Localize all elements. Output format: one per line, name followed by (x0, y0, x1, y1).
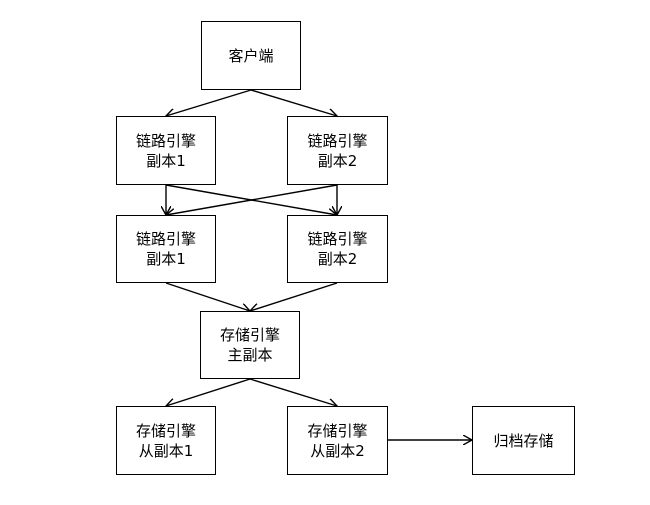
node-label-line: 副本1 (146, 151, 186, 170)
edge-link-engine-a2-to-b1 (166, 184, 338, 215)
node-label-line: 链路引擎 (307, 230, 368, 248)
node-label-line: 链路引擎 (135, 230, 196, 248)
node-label-line: 存储引擎 (219, 326, 280, 344)
node-label-line: 链路引擎 (307, 131, 368, 150)
node-label-line: 存储引擎 (135, 421, 196, 440)
link-engine-replica1-node: 链路引擎副本1 (116, 116, 216, 185)
link-engine-replica1-lower-node: 链路引擎副本1 (116, 215, 216, 283)
edge-client-to-link-engine-a1 (166, 89, 252, 116)
node-label-line: 从副本1 (138, 441, 194, 460)
edge-client-to-link-engine-a2 (250, 89, 337, 116)
node-label-line: 主副本 (227, 346, 273, 364)
node-label-line: 从副本2 (310, 441, 365, 460)
storage-engine-replica2-node: 存储引擎从副本2 (287, 406, 388, 475)
node-label-line: 客户端 (228, 46, 274, 65)
archive-storage-node: 归档存储 (472, 406, 575, 475)
node-label-line: 副本1 (146, 250, 186, 268)
node-label-line: 存储引擎 (307, 421, 368, 440)
storage-engine-replica1-node: 存储引擎从副本1 (116, 406, 216, 475)
storage-engine-primary-node: 存储引擎主副本 (200, 311, 300, 379)
edge-link-engine-b1-to-storage-primary (165, 282, 250, 311)
node-label-line: 链路引擎 (135, 131, 196, 150)
edge-storage-primary-to-replica2 (249, 378, 337, 406)
edge-link-engine-b2-to-storage-primary (250, 282, 338, 311)
node-label-line: 副本2 (317, 151, 358, 170)
node-label-line: 副本2 (317, 250, 358, 268)
link-engine-replica2-lower-node: 链路引擎副本2 (287, 215, 388, 283)
edge-storage-primary-to-replica1 (166, 378, 251, 406)
node-label-line: 归档存储 (493, 431, 554, 450)
link-engine-replica2-node: 链路引擎副本2 (287, 116, 388, 185)
client-node: 客户端 (201, 21, 301, 90)
